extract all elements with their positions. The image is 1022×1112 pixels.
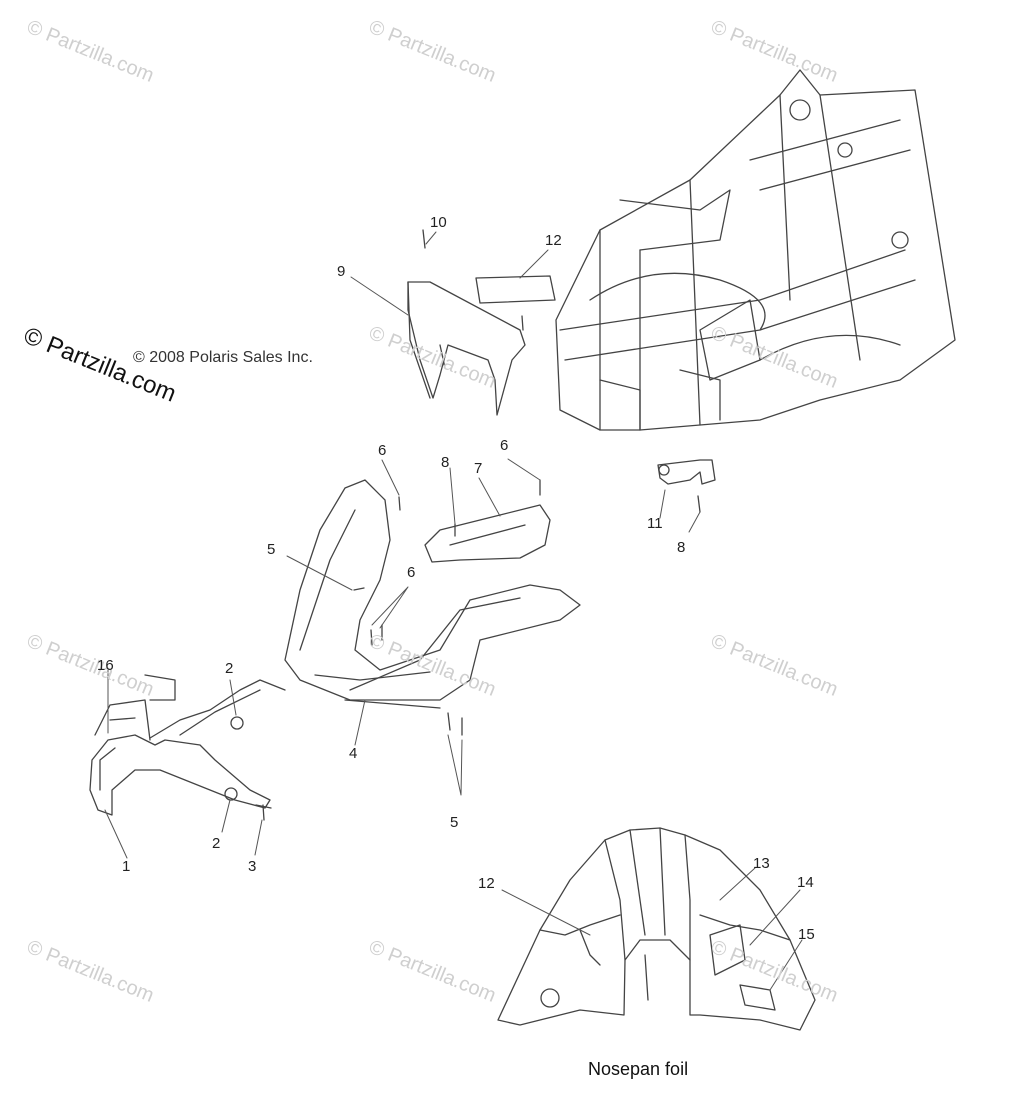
part-12-foil-sheet (475, 275, 556, 304)
callout-11: 11 (647, 515, 663, 532)
callout-5: 5 (450, 814, 459, 831)
nosepan-foil-caption: Nosepan foil (588, 1059, 689, 1079)
callout-1: 1 (122, 858, 131, 875)
part-11-bracket (657, 459, 716, 485)
nosepan-foil-view (497, 827, 816, 1031)
callout-6: 6 (378, 442, 387, 459)
callout-5: 5 (267, 541, 276, 558)
part-6-screws (370, 479, 541, 646)
callout-14: 14 (797, 874, 814, 891)
part-2-nut (230, 716, 244, 730)
callout-8: 8 (677, 539, 686, 556)
callout-12: 12 (545, 232, 562, 249)
part-1-bumper (89, 674, 286, 816)
callout-9: 9 (337, 263, 346, 280)
part-5-screws (353, 587, 463, 736)
callout-13: 13 (753, 855, 770, 872)
chassis-frame (555, 69, 956, 431)
callout-15: 15 (798, 926, 815, 943)
callout-4: 4 (349, 745, 358, 762)
callout-2: 2 (212, 835, 221, 852)
callout-16: 16 (97, 657, 114, 674)
callout-6: 6 (407, 564, 416, 581)
callout-6: 6 (500, 437, 509, 454)
callout-3: 3 (248, 858, 257, 875)
leader-lines (104, 231, 803, 991)
part-10-screw-second (521, 315, 524, 331)
part-7-foil (424, 504, 551, 563)
part-8-screws (454, 495, 701, 537)
part-9-bracket (407, 281, 526, 416)
callout-10: 10 (430, 214, 447, 231)
copyright-text: © 2008 Polaris Sales Inc. (133, 349, 313, 366)
part-10-screw (422, 229, 426, 249)
callout-2: 2 (225, 660, 234, 677)
callout-8: 8 (441, 454, 450, 471)
part-2-nut-second (224, 787, 238, 801)
part-3-bolt (255, 804, 272, 821)
part-4-nosepan (284, 479, 581, 709)
callout-12: 12 (478, 875, 495, 892)
callout-7: 7 (474, 460, 483, 477)
